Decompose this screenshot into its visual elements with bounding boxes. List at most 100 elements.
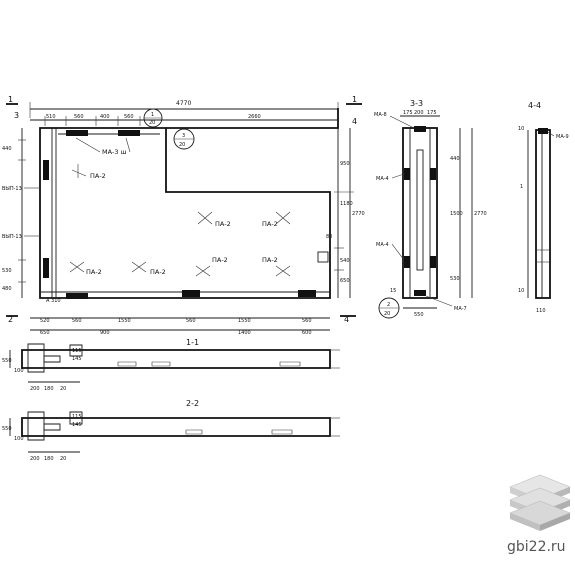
label-vyp13: ВЫП-13 [2, 234, 22, 240]
dim: 20 [60, 456, 66, 462]
section-mark: 4 [344, 315, 349, 324]
dim: 550 [414, 312, 424, 318]
svg-text:3: 3 [182, 133, 185, 139]
section-title: 2-2 [186, 399, 199, 408]
dim: 10 [518, 126, 524, 132]
svg-text:20: 20 [384, 311, 390, 317]
embed-plate [317, 251, 329, 263]
label-ma9: МА-9 [556, 134, 569, 140]
section-mark: 1 [8, 95, 13, 104]
label-ma8: МА-8 [374, 112, 387, 118]
dim: 200 [30, 456, 40, 462]
label-ma4: МА-4 [376, 242, 389, 248]
embed-plate [43, 160, 49, 180]
label-pa2: ПА-2 [262, 220, 278, 228]
right-dim-4: 80 [326, 234, 332, 240]
label-pa2: ПА-2 [262, 256, 278, 264]
dim: 180 [44, 386, 54, 392]
section-mark: 4 [352, 117, 357, 126]
dim: 100 [14, 368, 24, 374]
top-dim-4: 560 [124, 114, 134, 120]
embed-plate [182, 290, 200, 297]
label-pa2: ПА-2 [86, 268, 102, 276]
dim: 110 [536, 308, 546, 314]
top-dim-3: 400 [100, 114, 110, 120]
dim: 550 [2, 358, 12, 364]
embed-plate [66, 293, 88, 299]
callout-1-20: 1 20 [143, 108, 163, 128]
embed-plate [43, 258, 49, 278]
right-top-dim: 2660 [248, 114, 261, 120]
label-vyp13: ВЫП-13 [2, 186, 22, 192]
section-mark: 3 [14, 111, 19, 120]
plan-view: 4770 510 560 400 560 2660 1 20 3 20 [2, 95, 365, 336]
svg-text:20: 20 [149, 120, 155, 126]
bottom-dim: 900 [100, 330, 110, 336]
section-title: 4-4 [528, 101, 541, 110]
left-dim-1: 440 [2, 146, 12, 152]
top-dim-1: 510 [46, 114, 56, 120]
section-title: 1-1 [186, 338, 199, 347]
bottom-dim: 1400 [238, 330, 251, 336]
dim: 1 [520, 184, 523, 190]
bottom-dim: 600 [302, 330, 312, 336]
label-pa2: ПА-2 [215, 220, 231, 228]
right-dim-2: 1180 [340, 201, 353, 207]
bottom-dim: 520 [40, 318, 50, 324]
right-dim-5: 540 [340, 258, 350, 264]
bottom-dim: 560 [302, 318, 312, 324]
svg-text:20: 20 [179, 142, 185, 148]
right-dim-1: 950 [340, 161, 350, 167]
left-dim-2: 530 [2, 268, 12, 274]
label-pa2: ПА-2 [90, 172, 106, 180]
label-ma3: МА-3 ш [102, 148, 127, 156]
section-2-2: 2-2 550 200 180 20 115 145 100 [2, 399, 340, 462]
dim: 100 [14, 436, 24, 442]
section-4-4: 4-4 МА-9 10 1 10 110 [518, 101, 569, 314]
svg-text:2: 2 [387, 302, 390, 308]
dim: 200 [30, 386, 40, 392]
dim: 175 [403, 110, 413, 116]
section-3-3: 3-3 175 200 175 МА-8 МА-4 МА-4 МА-7 440 … [374, 99, 487, 319]
logo-text: gbi22.ru [507, 539, 566, 555]
dim: 145 [72, 422, 82, 428]
label-ma4: МА-4 [376, 176, 389, 182]
dim: 15 [390, 288, 396, 294]
bottom-dim: 650 [40, 330, 50, 336]
dim: 200 [414, 110, 424, 116]
dim: 530 [450, 276, 460, 282]
dim: 10 [518, 288, 524, 294]
site-logo: gbi22.ru [507, 474, 571, 555]
embed-plate [118, 130, 140, 136]
bottom-dim: 560 [72, 318, 82, 324]
section-mark: 2 [8, 315, 13, 324]
dim: 1500 [450, 211, 463, 217]
bottom-dim: 560 [186, 318, 196, 324]
left-dim-3: 480 [2, 286, 12, 292]
right-dim-6: 650 [340, 278, 350, 284]
label-pa2: ПА-2 [150, 268, 166, 276]
label-pa2: ПА-2 [212, 256, 228, 264]
dim: 115 [72, 414, 82, 420]
label-a310: А 310 [46, 298, 61, 304]
section-title: 3-3 [410, 99, 423, 108]
bottom-dim: 1550 [238, 318, 251, 324]
dim: 2770 [474, 211, 487, 217]
dim: 175 [427, 110, 437, 116]
dim: 145 [72, 356, 82, 362]
svg-text:1: 1 [151, 112, 154, 118]
overall-dimension: 4770 [176, 100, 191, 107]
bottom-dim: 1550 [118, 318, 131, 324]
section-mark: 1 [352, 95, 357, 104]
stacked-slabs-icon [509, 474, 571, 531]
embed-plate [298, 290, 316, 297]
top-dim-2: 560 [74, 114, 84, 120]
dim: 440 [450, 156, 460, 162]
label-ma7: МА-7 [454, 306, 467, 312]
dim: 20 [60, 386, 66, 392]
dim: 180 [44, 456, 54, 462]
callout-3-20: 3 20 [173, 128, 195, 150]
embed-plate [66, 130, 88, 136]
